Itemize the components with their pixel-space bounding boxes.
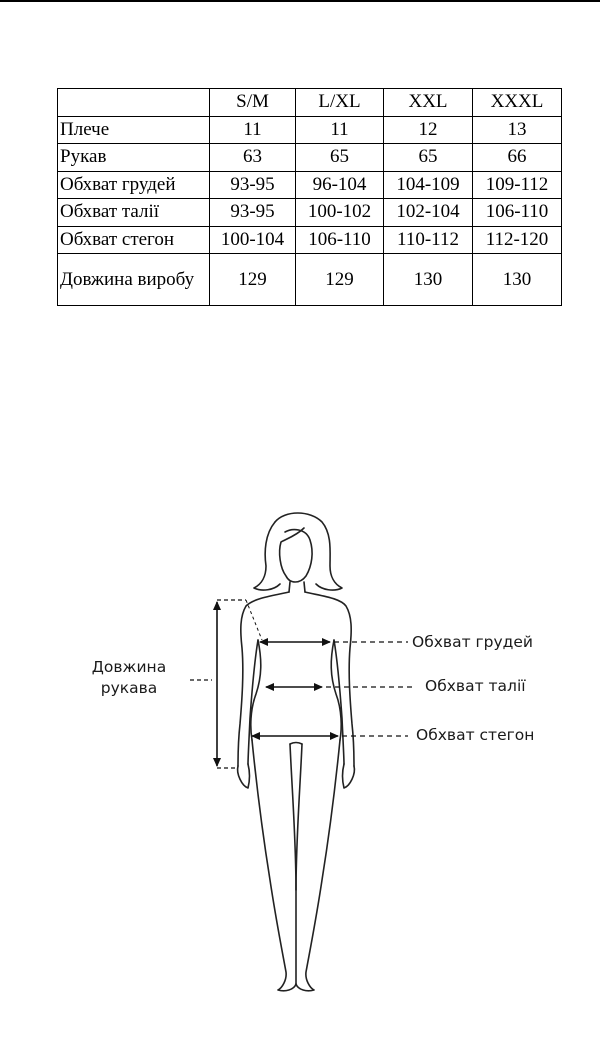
table-cell: 65: [383, 143, 473, 172]
table-cell: 130: [383, 253, 473, 306]
table-cell: 106-110: [295, 225, 384, 254]
table-row: Довжина виробу 129 129 130 130: [57, 253, 562, 306]
table-cell: 102-104: [383, 198, 473, 227]
table-cell: 100-102: [295, 198, 384, 227]
table-cell: 11: [295, 115, 384, 144]
row-label: Рукав: [57, 143, 210, 172]
table-header-row: S/M L/XL XXL XXXL: [57, 88, 562, 117]
table-row: Рукав 63 65 65 66: [57, 143, 562, 172]
table-cell: 12: [383, 115, 473, 144]
header-cell-lxl: L/XL: [295, 88, 384, 117]
table-cell: 104-109: [383, 170, 473, 199]
sleeve-length-label-line1: Довжина: [92, 658, 166, 676]
table-row: Плече 11 11 12 13: [57, 115, 562, 144]
header-cell-empty: [57, 88, 210, 117]
table-row: Обхват стегон 100-104 106-110 110-112 11…: [57, 225, 562, 254]
row-label: Обхват талії: [57, 198, 210, 227]
table-cell: 66: [472, 143, 562, 172]
table-cell: 100-104: [209, 225, 296, 254]
table-cell: 109-112: [472, 170, 562, 199]
table-cell: 13: [472, 115, 562, 144]
table-cell: 63: [209, 143, 296, 172]
row-label: Довжина виробу: [57, 253, 210, 306]
table-cell: 106-110: [472, 198, 562, 227]
table-row: Обхват грудей 93-95 96-104 104-109 109-1…: [57, 170, 562, 199]
header-cell-xxl: XXL: [383, 88, 473, 117]
table-row: Обхват талії 93-95 100-102 102-104 106-1…: [57, 198, 562, 227]
table-cell: 130: [472, 253, 562, 306]
row-label: Обхват стегон: [57, 225, 210, 254]
table-cell: 129: [295, 253, 384, 306]
row-label: Плече: [57, 115, 210, 144]
header-cell-xxxl: XXXL: [472, 88, 562, 117]
waist-label: Обхват талії: [425, 677, 526, 695]
hips-label: Обхват стегон: [416, 726, 534, 744]
top-rule: [0, 0, 600, 2]
sleeve-length-label-line2: рукава: [101, 679, 158, 697]
table-cell: 93-95: [209, 198, 296, 227]
table-cell: 11: [209, 115, 296, 144]
sleeve-length-measure: [190, 599, 263, 769]
table-cell: 110-112: [383, 225, 473, 254]
header-cell-sm: S/M: [209, 88, 296, 117]
table-cell: 93-95: [209, 170, 296, 199]
chest-label: Обхват грудей: [412, 633, 533, 651]
row-label: Обхват грудей: [57, 170, 210, 199]
table-cell: 65: [295, 143, 384, 172]
measurement-figure: Довжина рукава Обхват грудей Обхват талі…: [92, 512, 534, 992]
woman-silhouette-icon: [236, 512, 356, 992]
table-cell: 129: [209, 253, 296, 306]
table-cell: 112-120: [472, 225, 562, 254]
table-cell: 96-104: [295, 170, 384, 199]
size-table: S/M L/XL XXL XXXL Плече 11 11 12 13 Рука…: [57, 88, 562, 306]
